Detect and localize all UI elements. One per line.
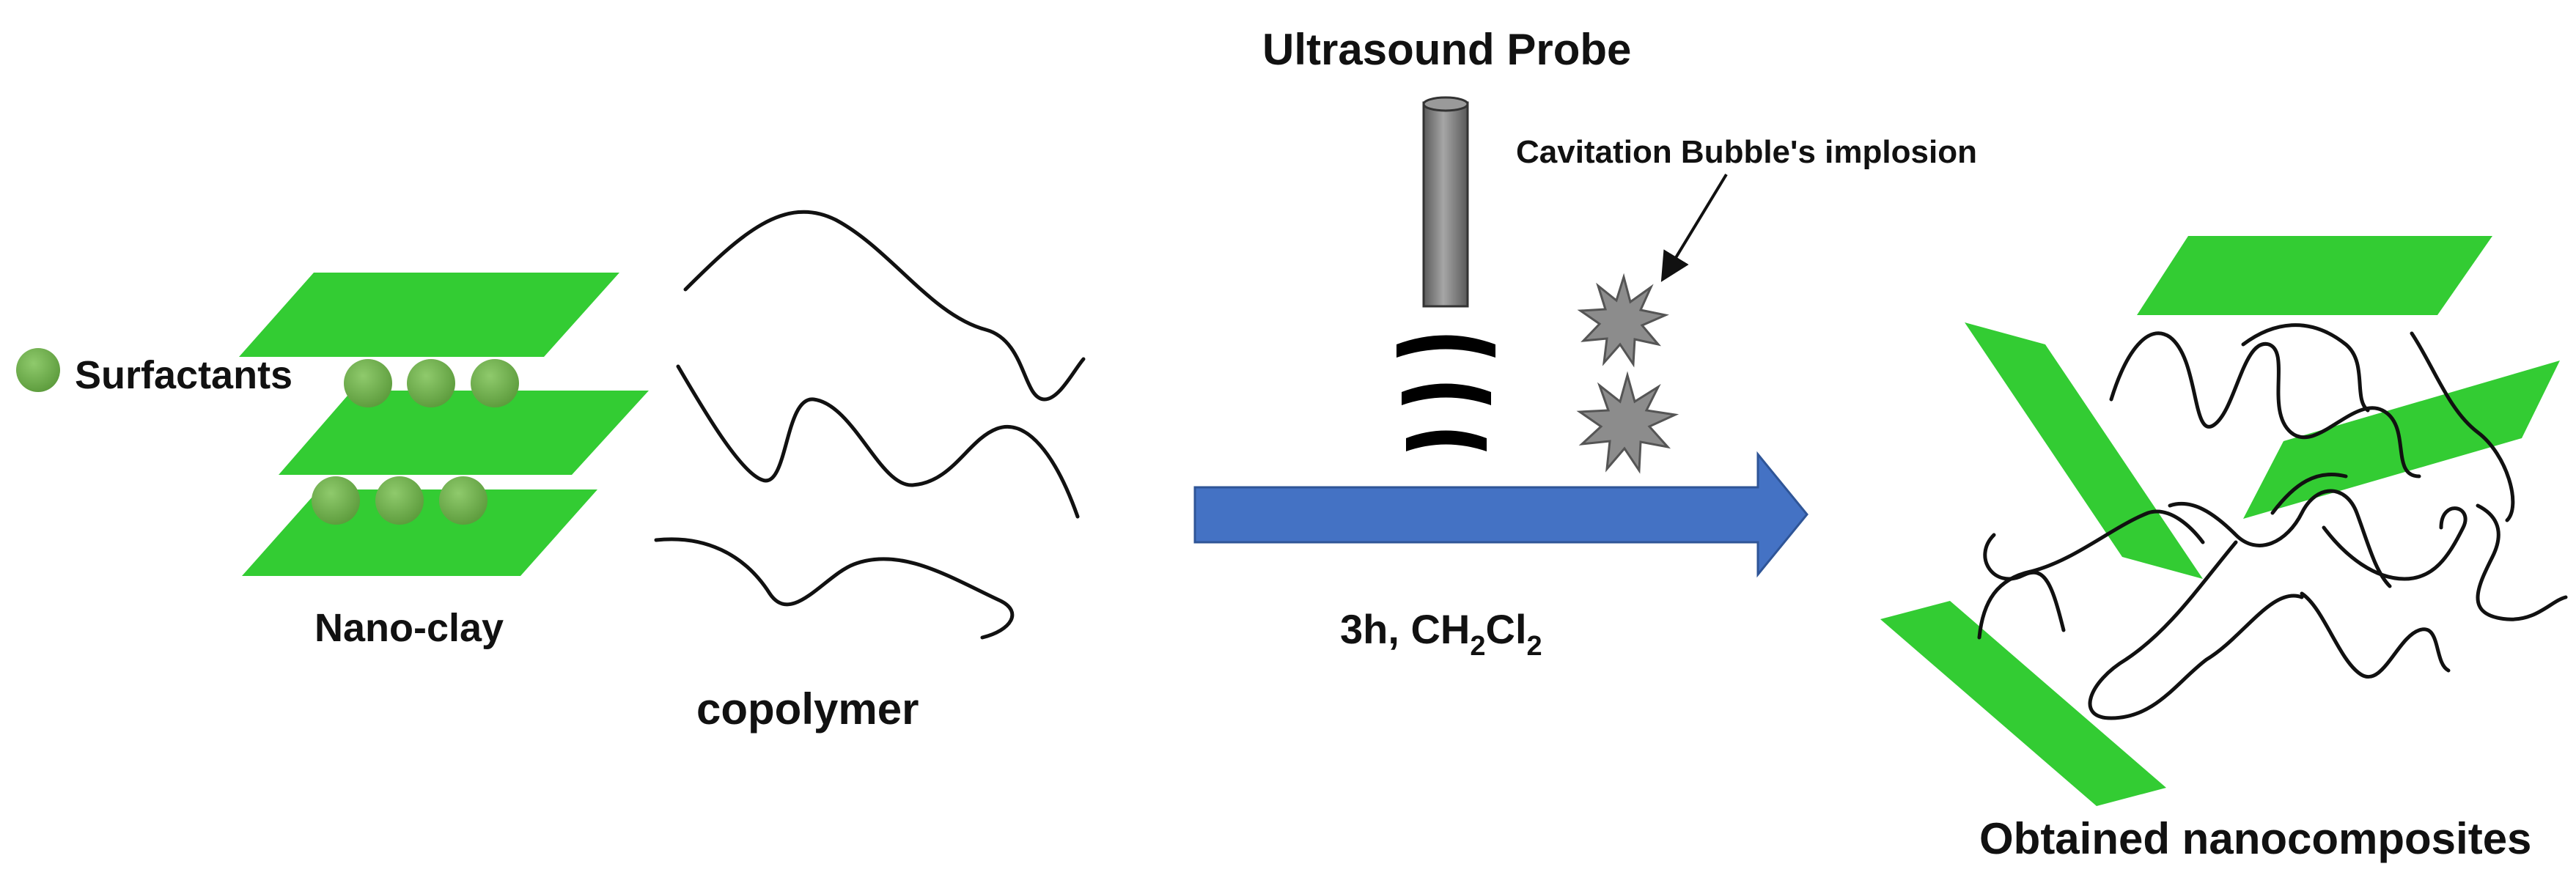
clay-sheet — [1965, 322, 2203, 579]
polymer-chain — [2322, 506, 2468, 581]
surfactant-ball — [375, 476, 424, 525]
clay-sheet — [2243, 361, 2560, 519]
condition-cl: Cl — [1486, 606, 1527, 652]
ultrasound-probe — [1422, 101, 1469, 308]
condition-sub1: 2 — [1470, 631, 1485, 662]
copolymer-chains: copolymer — [654, 210, 1086, 734]
cavitation-group: Cavitation Bubble's implosion — [1516, 134, 1977, 474]
polymer-chain — [2410, 331, 2515, 522]
copolymer-chain — [654, 537, 1015, 640]
clay-layer-middle — [279, 391, 649, 475]
polymer-chain — [2241, 323, 2370, 413]
surfactants-label: Surfactants — [75, 353, 292, 397]
cavitation-pointer-arrow — [1660, 173, 1728, 282]
surfactant-ball — [439, 476, 487, 525]
ultrasound-probe-label: Ultrasound Probe — [1262, 25, 1631, 74]
copolymer-label: copolymer — [696, 684, 919, 734]
cavitation-label: Cavitation Bubble's implosion — [1516, 134, 1977, 170]
probe-top-cap — [1422, 96, 1469, 112]
polymer-chain — [1977, 509, 2205, 640]
polymer-chain — [2168, 489, 2392, 588]
clay-sheet — [2137, 236, 2492, 315]
ultrasound-wave — [1406, 430, 1487, 451]
surfactant-ball — [407, 359, 455, 407]
ultrasound-wave — [1396, 335, 1495, 358]
polymer-chain — [2109, 331, 2421, 479]
ultrasound-probe-group: Ultrasound Probe — [1262, 25, 1631, 451]
process-arrow — [1193, 451, 1808, 578]
nanocomposites-label: Obtained nanocomposites — [1979, 814, 2531, 863]
surfactant-ball — [312, 476, 360, 525]
surfactant-legend: Surfactants — [16, 348, 292, 397]
cavitation-bubble-icon — [1576, 371, 1679, 474]
polymer-chain — [2088, 540, 2304, 720]
nano-clay-label: Nano-clay — [314, 606, 504, 650]
clay-sheet — [1880, 601, 2166, 806]
process-arrow-group: 3h, CH2Cl2 — [1193, 451, 1808, 662]
polymer-chain — [2270, 472, 2348, 515]
reaction-condition-label: 3h, CH2Cl2 — [1340, 606, 1542, 662]
ultrasound-wave — [1402, 383, 1491, 405]
copolymer-chain — [683, 210, 1086, 402]
nanocomposite-group: Obtained nanocomposites — [1880, 236, 2568, 863]
cavitation-bubble-icon — [1577, 273, 1669, 368]
condition-prefix: 3h, CH — [1340, 606, 1470, 652]
polymer-chain — [2300, 591, 2451, 679]
condition-sub2: 2 — [1527, 631, 1542, 662]
surfactant-ball — [471, 359, 519, 407]
clay-layer-top — [239, 273, 619, 357]
polymer-chain — [2476, 503, 2568, 621]
nano-clay-stack: Nano-clay — [239, 273, 649, 650]
surfactant-ball — [344, 359, 392, 407]
copolymer-chain — [676, 364, 1080, 519]
polymer-chain — [1983, 533, 2066, 632]
surfactant-legend-ball — [16, 348, 60, 392]
